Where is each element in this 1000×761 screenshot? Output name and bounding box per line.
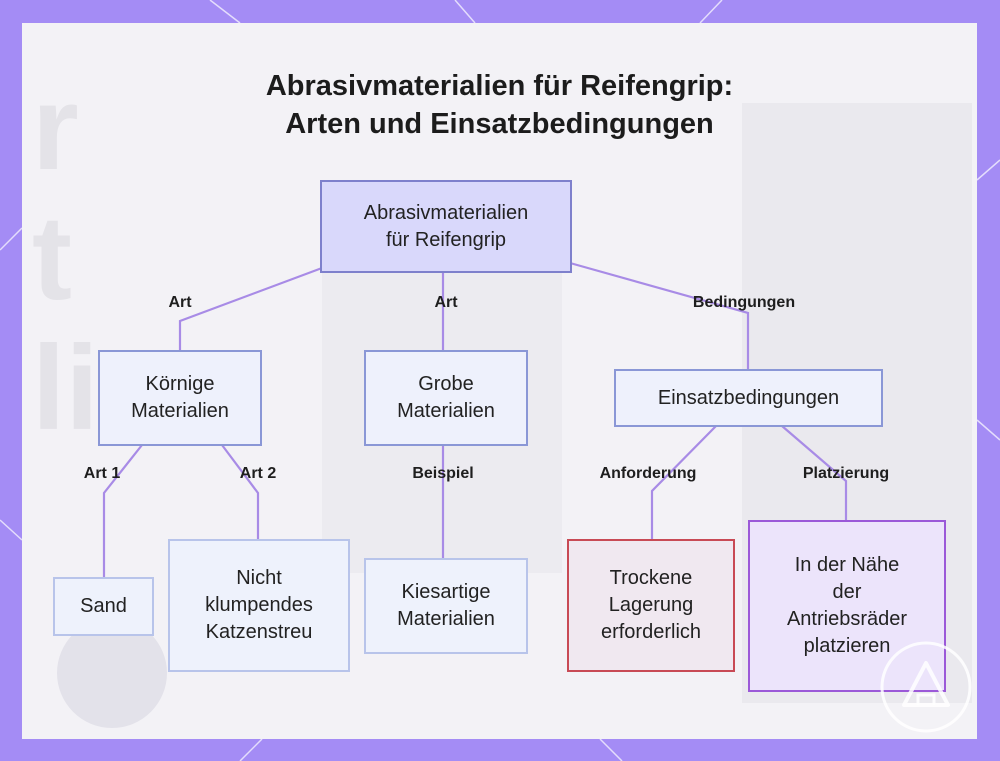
edge-label-beispiel: Beispiel	[412, 465, 474, 482]
node-naehe-antriebsraeder: In der Nähe der Antriebsräder platzieren	[748, 520, 946, 692]
edge-einsatz-trocken	[650, 425, 717, 540]
edge-label-art-center: Art	[434, 294, 458, 311]
edge-label-art-2: Art 2	[239, 465, 277, 482]
edge-einsatz-naehe	[781, 425, 848, 521]
node-sand: Sand	[53, 577, 154, 636]
node-root: Abrasivmaterialien für Reifengrip	[320, 180, 572, 273]
node-trockene-lagerung: Trockene Lagerung erforderlich	[567, 539, 735, 672]
node-koernige-materialien: Körnige Materialien	[98, 350, 262, 446]
node-einsatzbedingungen: Einsatzbedingungen	[614, 369, 883, 427]
node-kiesartige-materialien: Kiesartige Materialien	[364, 558, 528, 654]
edge-label-anforderung: Anforderung	[599, 465, 697, 482]
edge-root-koernig	[178, 266, 323, 351]
edge-root-einsatz	[569, 261, 750, 369]
edge-koernig-sand	[102, 444, 143, 577]
edge-label-art-left: Art	[168, 294, 192, 311]
edge-label-platzierung: Platzierung	[802, 465, 890, 482]
edge-koernig-katzenstreu	[221, 444, 260, 540]
connectors	[102, 261, 848, 577]
edge-label-bedingungen: Bedingungen	[692, 294, 796, 311]
title-line-2: Arten und Einsatzbedingungen	[285, 108, 714, 140]
diagram-title: Abrasivmaterialien für Reifengrip: Arten…	[22, 67, 977, 143]
title-line-1: Abrasivmaterialien für Reifengrip:	[265, 70, 734, 102]
edge-label-art-1: Art 1	[83, 465, 121, 482]
triangle-logo-icon	[880, 641, 972, 733]
node-grobe-materialien: Grobe Materialien	[364, 350, 528, 446]
node-katzenstreu: Nicht klumpendes Katzenstreu	[168, 539, 350, 672]
